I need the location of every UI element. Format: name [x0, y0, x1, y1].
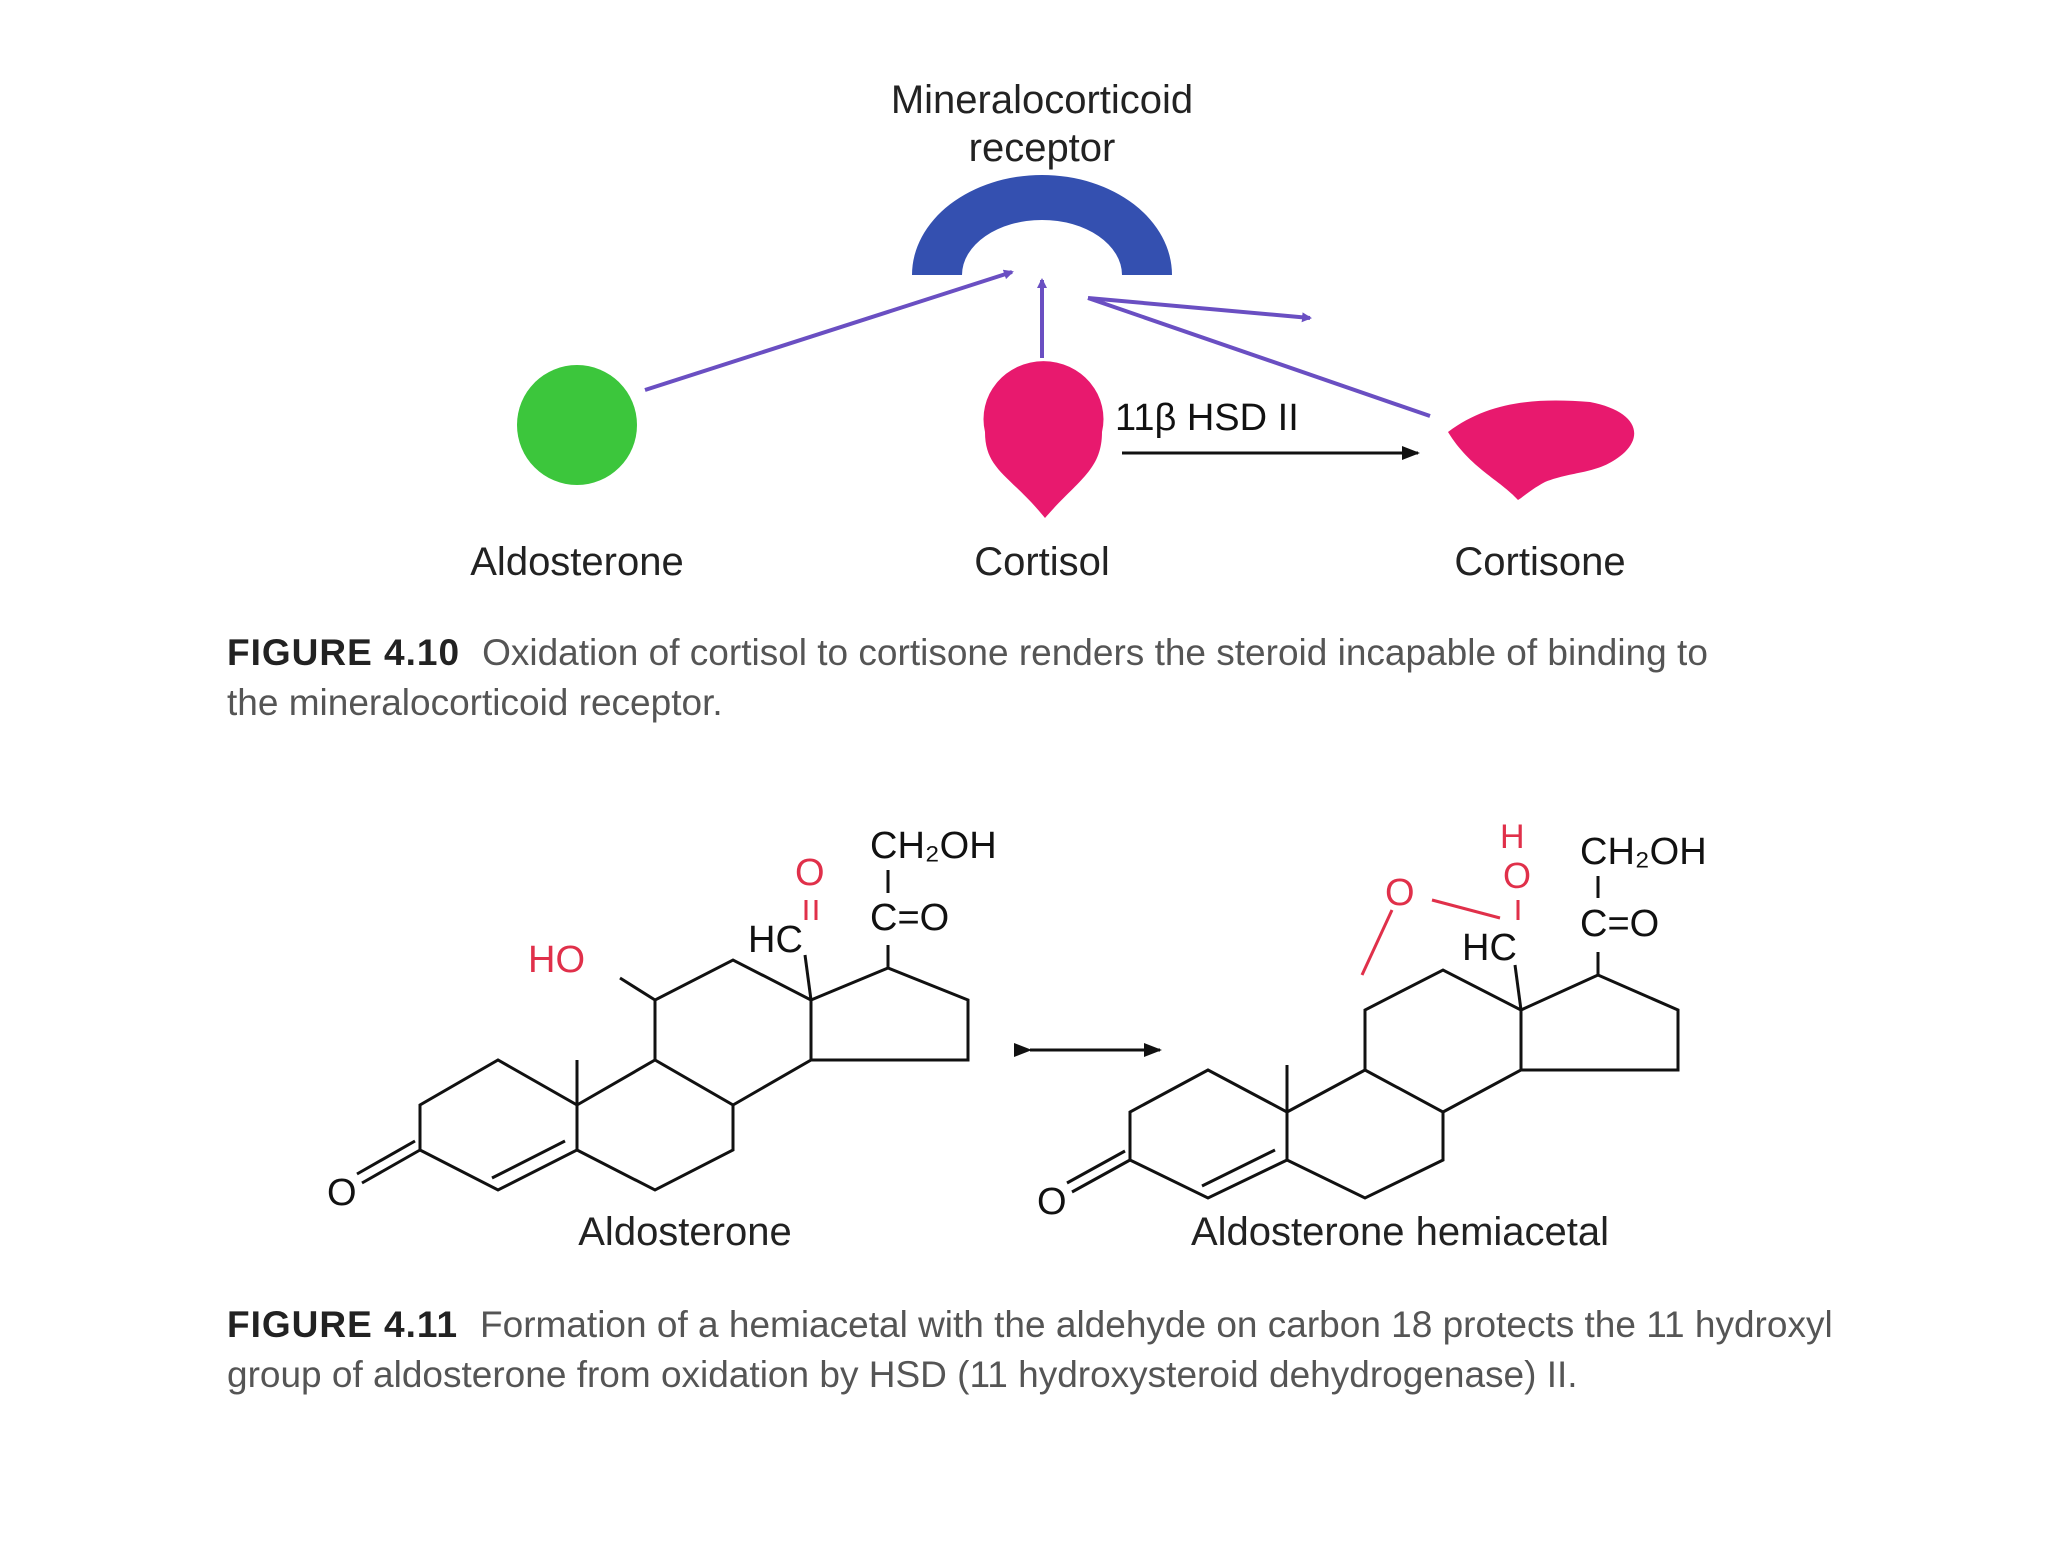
- ring-ketone-bond-1: [361, 1148, 421, 1185]
- ring-ketone-bond-2: [356, 1139, 416, 1176]
- c11-hydroxyl-bond: [619, 976, 656, 1002]
- c13-aldehyde-bond: [803, 954, 813, 1001]
- hemiacetal-bridge-o-bond: [1431, 898, 1501, 920]
- aldosterone-binding-arrow: [644, 269, 1014, 392]
- hemiacetal-c13-bond: [1513, 964, 1523, 1011]
- hemiacetal-o-hydroxyl: O: [1503, 855, 1531, 896]
- aldosterone-ketone: C=O: [870, 897, 949, 939]
- aldosterone-label: Aldosterone: [470, 540, 683, 584]
- hemiacetal-structure-label: Aldosterone hemiacetal: [1191, 1210, 1609, 1254]
- mineralocorticoid-receptor-shape: [912, 175, 1172, 275]
- aldosterone-structure: [356, 870, 970, 1192]
- aldosterone-shape: [517, 365, 637, 485]
- hemiacetal-structure: [1066, 876, 1680, 1200]
- hemiacetal-ch2oh: CH₂OH: [1580, 831, 1707, 873]
- ring-c-bonds: [653, 958, 813, 1107]
- hemiacetal-ring-c-bonds: [1363, 968, 1523, 1114]
- hemiacetal-hc: HC: [1462, 927, 1517, 969]
- hemiacetal-ring-d-bonds: [1520, 973, 1680, 1072]
- aldosterone-ring-ketone-o: O: [327, 1172, 357, 1214]
- figure-4-10-caption-text: Oxidation of cortisol to cortisone rende…: [227, 632, 1708, 723]
- cortisone-deflect-arrow: [1087, 296, 1312, 323]
- cortisol-shape: [983, 361, 1104, 518]
- cortisone-line: [1087, 296, 1431, 418]
- hemiacetal-ketone-bond-2: [1066, 1149, 1126, 1185]
- receptor-label-line1: Mineralocorticoid: [891, 78, 1193, 122]
- hemiacetal-ring-a-double-bond: [1201, 1148, 1276, 1188]
- cortisol-label: Cortisol: [974, 540, 1110, 584]
- aldosterone-structure-label: Aldosterone: [578, 1210, 791, 1254]
- hemiacetal-ketone-bond-1: [1071, 1158, 1131, 1194]
- cortisone-label: Cortisone: [1454, 540, 1625, 584]
- cortisone-shape: [1448, 400, 1635, 500]
- hemiacetal-ring-b-bonds: [1286, 1068, 1445, 1200]
- hemiacetal-ring-ketone-o: O: [1037, 1181, 1067, 1223]
- hemiacetal-h: H: [1500, 818, 1525, 856]
- aldosterone-aldehyde-hc: HC: [748, 919, 803, 961]
- aldosterone-hydroxyl: HO: [528, 939, 585, 981]
- ring-d-bonds: [810, 966, 970, 1062]
- ring-b-bonds: [576, 1058, 735, 1192]
- receptor-label-line2: receptor: [969, 126, 1116, 170]
- aldosterone-ch2oh: CH₂OH: [870, 825, 997, 867]
- enzyme-label: 11β HSD II: [1115, 397, 1299, 439]
- figure-4-10-number: FIGURE 4.10: [227, 632, 461, 673]
- aldosterone-aldehyde-o: O: [795, 852, 825, 894]
- hemiacetal-c11-o-bond: [1360, 909, 1394, 976]
- figure-4-11-number: FIGURE 4.11: [227, 1304, 459, 1345]
- hemiacetal-ketone: C=O: [1580, 903, 1659, 945]
- hemiacetal-ring-a-bonds: [1128, 1068, 1289, 1200]
- hemiacetal-o-bridge: O: [1385, 872, 1415, 914]
- figure-4-11-caption-text: Formation of a hemiacetal with the aldeh…: [227, 1304, 1833, 1395]
- ring-a-double-bond: [491, 1139, 566, 1180]
- ring-a-bonds: [418, 1058, 579, 1192]
